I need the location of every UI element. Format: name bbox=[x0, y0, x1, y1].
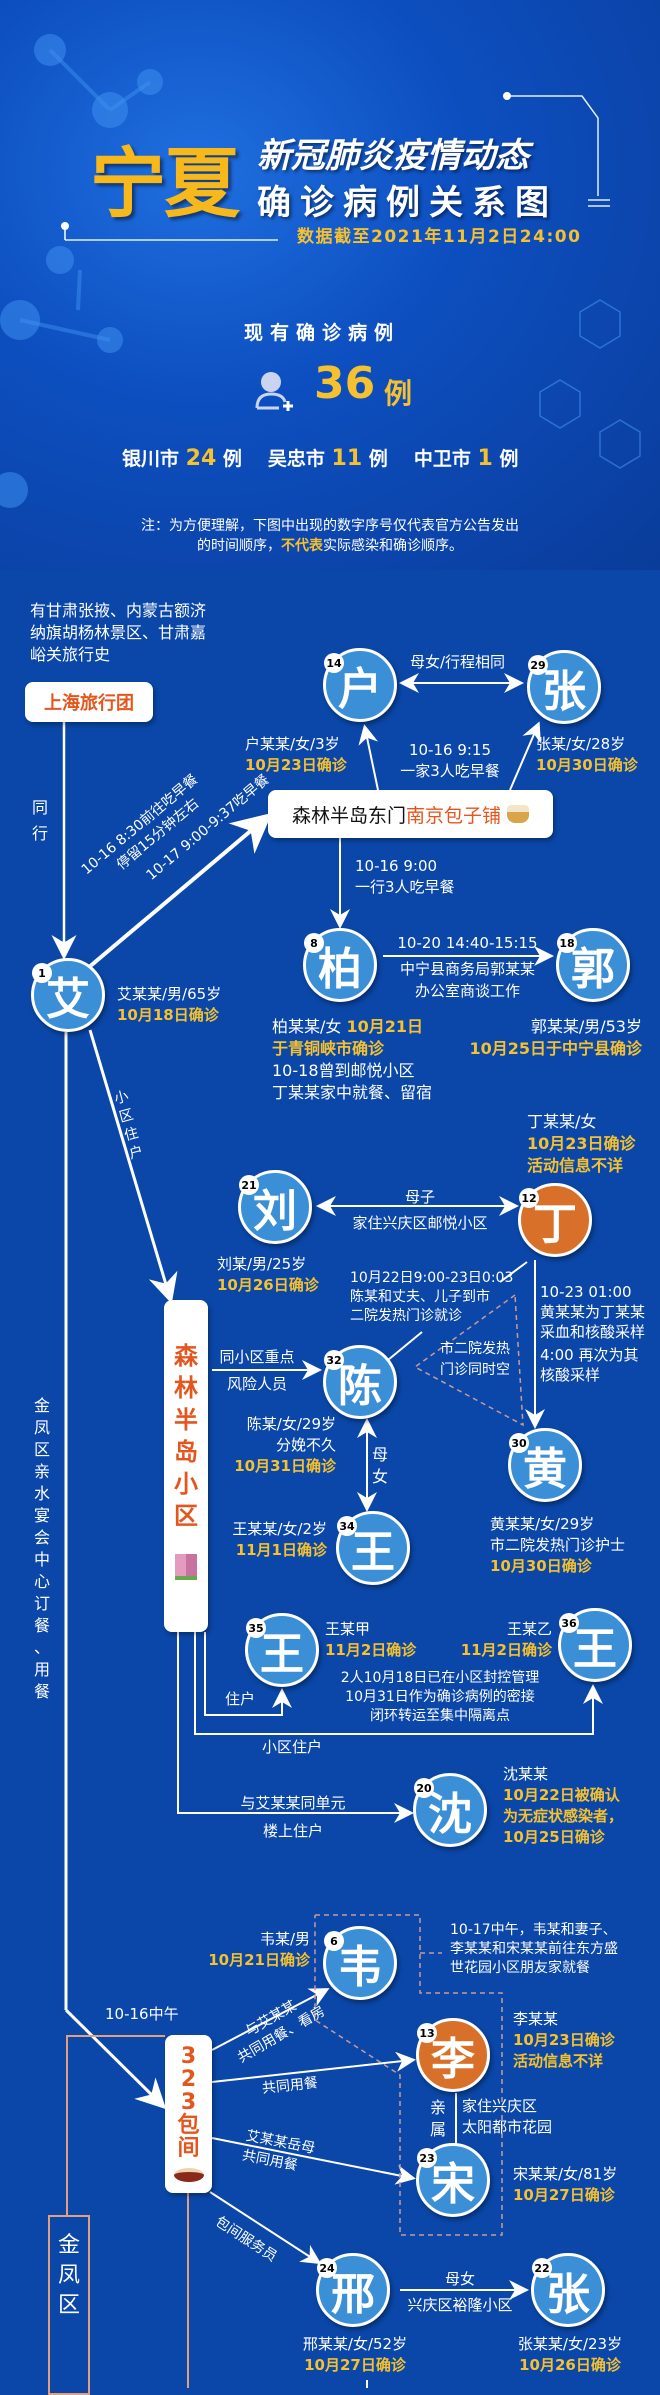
link-label-liu-ding: 母子家住兴庆区邮悦小区 bbox=[352, 1188, 488, 1232]
travel-history: 有甘肃张掖、内蒙古额济纳旗胡杨林景区、甘肃嘉峪关旅行史 bbox=[30, 601, 207, 664]
city-wuzhong: 吴忠市 11 例 bbox=[267, 446, 388, 471]
district-box: 金凤区 bbox=[48, 2215, 90, 2395]
total-unit: 例 bbox=[384, 377, 413, 410]
city-breakdown: 银川市 24 例 吴忠市 11 例 中卫市 1 例 bbox=[122, 444, 518, 471]
together-label: 同行 bbox=[32, 798, 49, 843]
title-line2: 确诊病例关系图 bbox=[257, 183, 558, 223]
link-label-same-space: 市二院发热门诊同时空 bbox=[440, 1341, 510, 1378]
link-label-xing-zhang: 母女兴庆区裕隆小区 bbox=[407, 2270, 513, 2314]
link-label-shen: 与艾某某同单元楼上住户 bbox=[240, 1794, 346, 1840]
add-user-icon bbox=[255, 370, 295, 412]
building-icon bbox=[175, 1554, 197, 1580]
banquet-label: 金凤区亲水宴会中心订餐、用餐 bbox=[33, 1396, 50, 1701]
dining-table-icon bbox=[173, 2168, 204, 2182]
link-label-chen-wang: 母女 bbox=[372, 1445, 389, 1486]
shop-box: 森林半岛东门南京包子铺 bbox=[268, 790, 553, 838]
community-box: 森林半岛小区 bbox=[164, 1300, 208, 1632]
molecule-decoration bbox=[0, 34, 641, 508]
link-label-community-chen: 同小区重点风险人员 bbox=[219, 1348, 295, 1393]
city-yinchuan: 银川市 24 例 bbox=[122, 446, 242, 471]
tour-group-box: 上海旅行团 bbox=[25, 682, 153, 722]
data-date: 数据截至2021年11月2日24:00 bbox=[297, 227, 582, 247]
link-label-community-resident: 小区住户 bbox=[262, 1738, 323, 1756]
note: 注：为方便理解，下图中出现的数字序号仅代表官方公告发出 的时间顺序，不代表实际感… bbox=[141, 518, 519, 554]
link-label-hu-zhang: 母女/行程相同 bbox=[410, 653, 506, 671]
summary-label: 现有确诊病例 bbox=[244, 322, 401, 344]
link-label-wei-group: 10-17中午，韦某和妻子、李某某和宋某某前往东方盛世花园小区朋友家就餐 bbox=[450, 1922, 618, 1976]
link-label-li-song: 亲属 bbox=[430, 2098, 447, 2139]
link-label-resident: 住户 bbox=[225, 1690, 256, 1708]
bun-icon bbox=[507, 805, 530, 823]
link-label-li-song-home: 家住兴庆区太阳都市花园 bbox=[462, 2097, 553, 2136]
total-count: 36 bbox=[314, 358, 376, 409]
link-label-noon-16: 10-16中午 bbox=[105, 2005, 179, 2023]
header-banner: 宁夏 新冠肺炎疫情动态 确诊病例关系图 数据截至2021年11月2日24:00 … bbox=[0, 0, 660, 570]
title-region: 宁夏 bbox=[90, 139, 240, 228]
title-line1: 新冠肺炎疫情动态 bbox=[257, 136, 529, 176]
city-zhongwei: 中卫市 1 例 bbox=[413, 446, 519, 471]
